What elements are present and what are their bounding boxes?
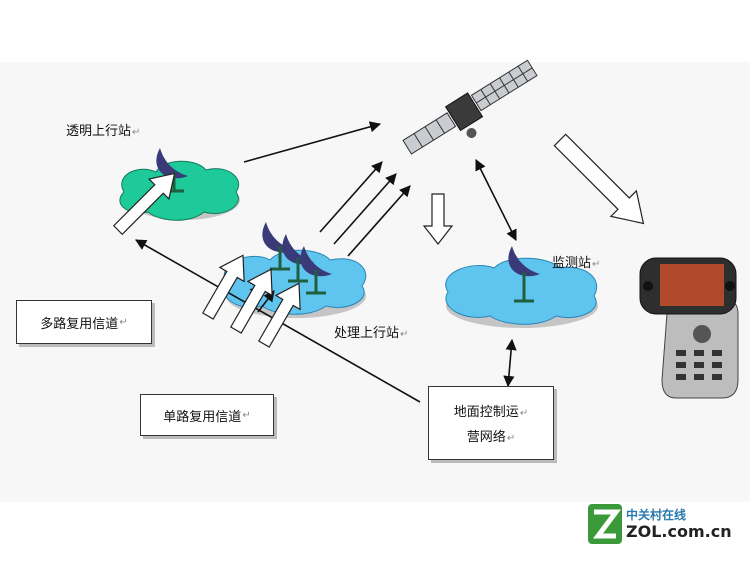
dish-antenna-icon xyxy=(262,222,294,271)
multiplex-channel-box: 多路复用信道↵ xyxy=(16,300,152,344)
dish-antenna-icon xyxy=(282,234,314,283)
uplink-arrow xyxy=(319,161,383,233)
uplink-arrow xyxy=(333,173,397,245)
transparent-uplink-label: 透明上行站↵ xyxy=(66,124,141,139)
single-channel-box: 单路复用信道↵ xyxy=(140,394,274,436)
zol-logo-icon xyxy=(588,504,622,544)
uplink-arrow xyxy=(243,121,382,163)
zol-name-cn: 中关村在线 xyxy=(626,508,687,522)
zol-domain: ZOL.com.cn xyxy=(626,522,732,541)
monitor-station-label: 监测站↵ xyxy=(552,256,601,271)
processing-uplink-label: 处理上行站↵ xyxy=(334,326,409,341)
ground-control-line2: 营网络↵ xyxy=(466,430,516,445)
satellite-monitor-arrow xyxy=(475,158,517,242)
background-panel xyxy=(0,62,750,502)
mobile-phone-icon xyxy=(639,257,739,399)
zol-watermark: 中关村在线 ZOL.com.cn xyxy=(588,500,738,550)
monitor-control-arrow xyxy=(503,338,517,388)
satellite-icon xyxy=(402,59,538,155)
uplink-arrow xyxy=(347,185,411,257)
dish-antenna-icon xyxy=(508,246,540,303)
monitor-station-cloud xyxy=(445,257,598,328)
ground-control-line1: 地面控制运↵ xyxy=(453,405,529,420)
hollow-arrows xyxy=(112,133,645,348)
dish-antenna-icon xyxy=(300,246,332,295)
ground-control-network-box: 地面控制运↵ 营网络↵ xyxy=(428,386,554,460)
